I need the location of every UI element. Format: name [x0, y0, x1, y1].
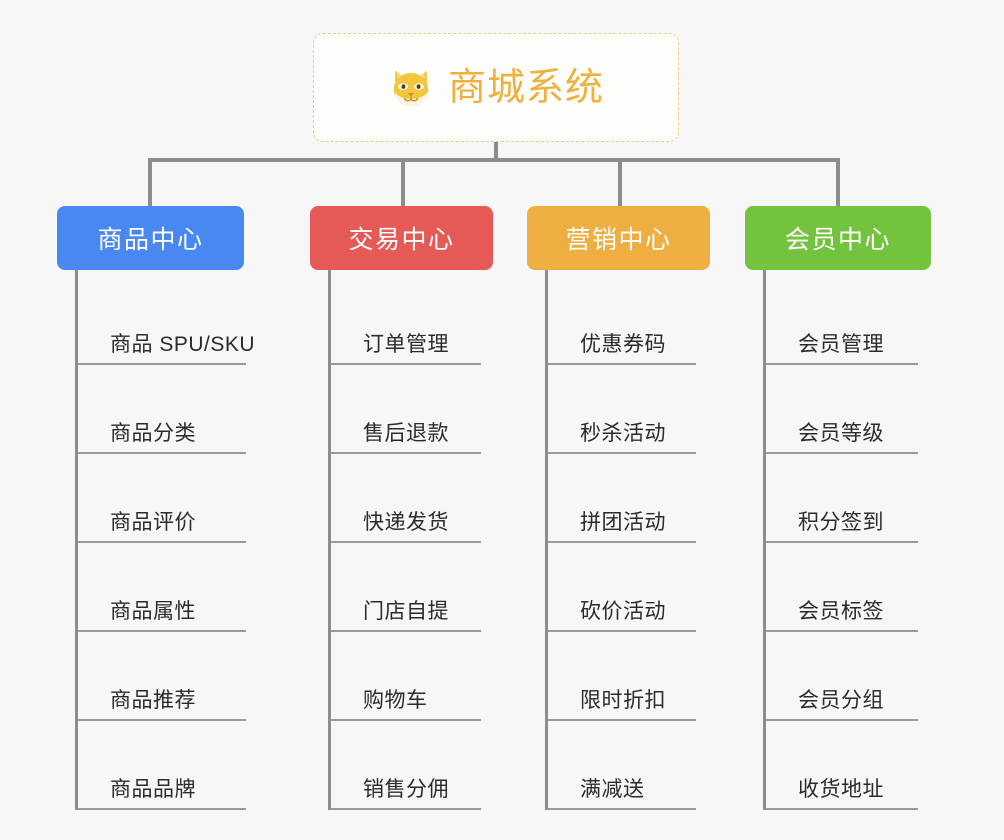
leaf-label: 商品评价	[110, 511, 196, 534]
list-item[interactable]: 销售分佣	[331, 721, 481, 810]
connector-drop-3	[836, 158, 840, 208]
branch-商品中心: 商品中心 商品 SPU/SKU 商品分类 商品评价 商品属性 商品推荐 商品品牌	[57, 206, 255, 810]
connector-root-stem	[494, 142, 498, 162]
branch-items-2: 优惠券码 秒杀活动 拼团活动 砍价活动 限时折扣 满减送	[545, 270, 696, 810]
list-item[interactable]: 门店自提	[331, 543, 481, 632]
connector-horizontal-bus	[150, 158, 840, 162]
leaf-label: 优惠券码	[580, 333, 666, 356]
branch-items-0: 商品 SPU/SKU 商品分类 商品评价 商品属性 商品推荐 商品品牌	[75, 270, 255, 810]
leaf-label: 会员等级	[798, 422, 884, 445]
leaf-label: 门店自提	[363, 600, 449, 623]
branch-header-0[interactable]: 商品中心	[57, 206, 244, 270]
leaf-label: 砍价活动	[580, 600, 666, 623]
list-item[interactable]: 商品评价	[78, 454, 246, 543]
leaf-label: 满减送	[580, 778, 645, 801]
branch-header-1[interactable]: 交易中心	[310, 206, 493, 270]
list-item[interactable]: 商品品牌	[78, 721, 246, 810]
list-item[interactable]: 会员等级	[766, 365, 918, 454]
leaf-label: 商品属性	[110, 600, 196, 623]
list-item[interactable]: 商品分类	[78, 365, 246, 454]
list-item[interactable]: 限时折扣	[548, 632, 696, 721]
branch-交易中心: 交易中心 订单管理 售后退款 快递发货 门店自提 购物车 销售分佣	[310, 206, 493, 810]
leaf-label: 会员标签	[798, 600, 884, 623]
list-item[interactable]: 订单管理	[331, 276, 481, 365]
list-item[interactable]: 商品 SPU/SKU	[78, 276, 255, 365]
leaf-label: 销售分佣	[363, 778, 449, 801]
root-node[interactable]: 商城系统	[313, 33, 679, 142]
list-item[interactable]: 砍价活动	[548, 543, 696, 632]
leaf-label: 商品分类	[110, 422, 196, 445]
list-item[interactable]: 拼团活动	[548, 454, 696, 543]
list-item[interactable]: 购物车	[331, 632, 481, 721]
connector-drop-2	[618, 158, 622, 208]
list-item[interactable]: 秒杀活动	[548, 365, 696, 454]
list-item[interactable]: 商品推荐	[78, 632, 246, 721]
leaf-label: 订单管理	[363, 333, 449, 356]
leaf-label: 售后退款	[363, 422, 449, 445]
branch-items-3: 会员管理 会员等级 积分签到 会员标签 会员分组 收货地址	[763, 270, 918, 810]
leaf-label: 快递发货	[363, 511, 449, 534]
list-item[interactable]: 积分签到	[766, 454, 918, 543]
leaf-label: 收货地址	[798, 778, 884, 801]
list-item[interactable]: 优惠券码	[548, 276, 696, 365]
leaf-label: 拼团活动	[580, 511, 666, 534]
connector-drop-1	[401, 158, 405, 208]
leaf-label: 秒杀活动	[580, 422, 666, 445]
branch-items-1: 订单管理 售后退款 快递发货 门店自提 购物车 销售分佣	[328, 270, 481, 810]
branch-header-2[interactable]: 营销中心	[527, 206, 710, 270]
leaf-label: 商品推荐	[110, 689, 196, 712]
leaf-label: 商品 SPU/SKU	[110, 333, 256, 356]
list-item[interactable]: 会员分组	[766, 632, 918, 721]
root-title: 商城系统	[447, 66, 604, 109]
leaf-label: 限时折扣	[580, 689, 666, 712]
list-item[interactable]: 收货地址	[766, 721, 918, 810]
list-item[interactable]: 会员管理	[766, 276, 918, 365]
connector-drop-0	[148, 158, 152, 208]
branch-会员中心: 会员中心 会员管理 会员等级 积分签到 会员标签 会员分组 收货地址	[745, 206, 931, 810]
list-item[interactable]: 快递发货	[331, 454, 481, 543]
leaf-label: 积分签到	[798, 511, 884, 534]
list-item[interactable]: 会员标签	[766, 543, 918, 632]
list-item[interactable]: 满减送	[548, 721, 696, 810]
list-item[interactable]: 售后退款	[331, 365, 481, 454]
branch-营销中心: 营销中心 优惠券码 秒杀活动 拼团活动 砍价活动 限时折扣 满减送	[527, 206, 710, 810]
leaf-label: 购物车	[363, 689, 428, 712]
branch-header-3[interactable]: 会员中心	[745, 206, 931, 270]
leaf-label: 会员分组	[798, 689, 884, 712]
shiba-dog-icon	[393, 70, 429, 107]
leaf-label: 会员管理	[798, 333, 884, 356]
leaf-label: 商品品牌	[110, 778, 196, 801]
list-item[interactable]: 商品属性	[78, 543, 246, 632]
